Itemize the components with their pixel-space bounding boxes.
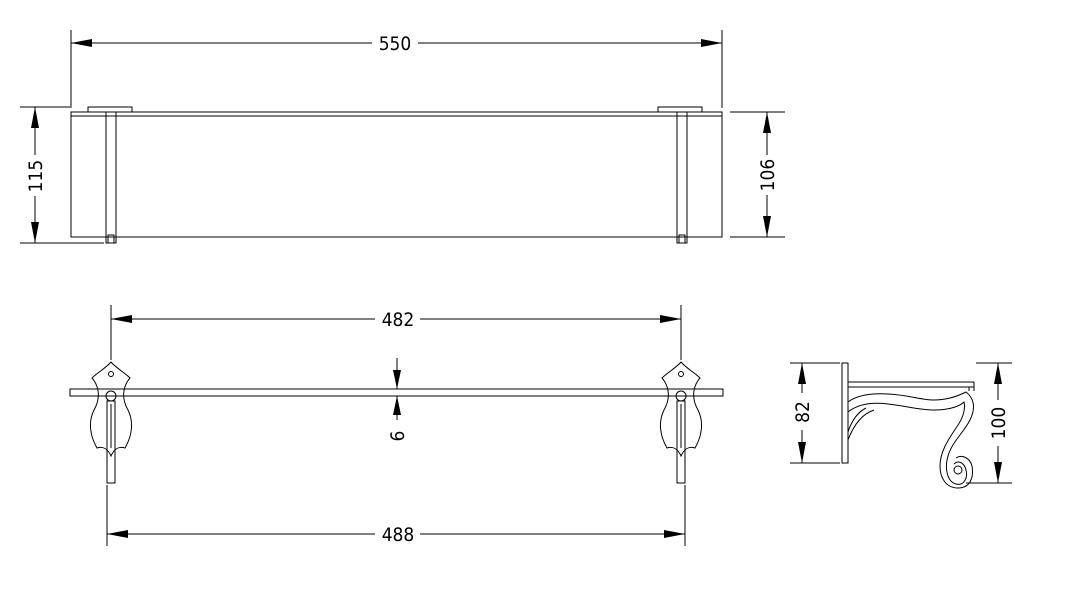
front-right-foot <box>678 234 686 244</box>
dim-82: 82 <box>790 362 840 464</box>
dim-106: 106 <box>730 111 785 238</box>
front-view: 550 115 106 <box>20 30 785 244</box>
dim-115-label: 115 <box>25 160 47 193</box>
dim-82-label: 82 <box>792 401 814 423</box>
front-shelf-panel <box>70 111 723 238</box>
top-view: 482 6 488 <box>69 305 724 546</box>
dim-115: 115 <box>20 106 104 244</box>
dim-100-label: 100 <box>988 407 1010 440</box>
dim-482-label: 482 <box>382 309 415 331</box>
dim-482: 482 <box>110 305 682 360</box>
dim-488: 488 <box>106 485 686 546</box>
dim-6: 6 <box>387 358 409 441</box>
dim-550-label: 550 <box>379 33 412 55</box>
top-shelf-glass <box>69 388 724 397</box>
front-right-post <box>676 111 688 244</box>
side-bracket-arm <box>847 391 974 485</box>
side-wall-plate <box>841 362 849 464</box>
dim-100: 100 <box>966 362 1012 484</box>
front-left-foot <box>107 234 115 244</box>
front-right-cap <box>657 106 703 113</box>
front-left-post <box>105 111 117 244</box>
dim-488-label: 488 <box>382 524 415 546</box>
front-left-cap <box>87 106 133 113</box>
dim-106-label: 106 <box>757 159 779 192</box>
top-left-bracket <box>89 361 133 484</box>
top-right-bracket <box>659 361 703 484</box>
dim-550: 550 <box>70 30 723 108</box>
dim-6-label: 6 <box>387 431 409 442</box>
side-view: 82 100 <box>790 362 1012 489</box>
side-hook-eye <box>953 465 963 475</box>
